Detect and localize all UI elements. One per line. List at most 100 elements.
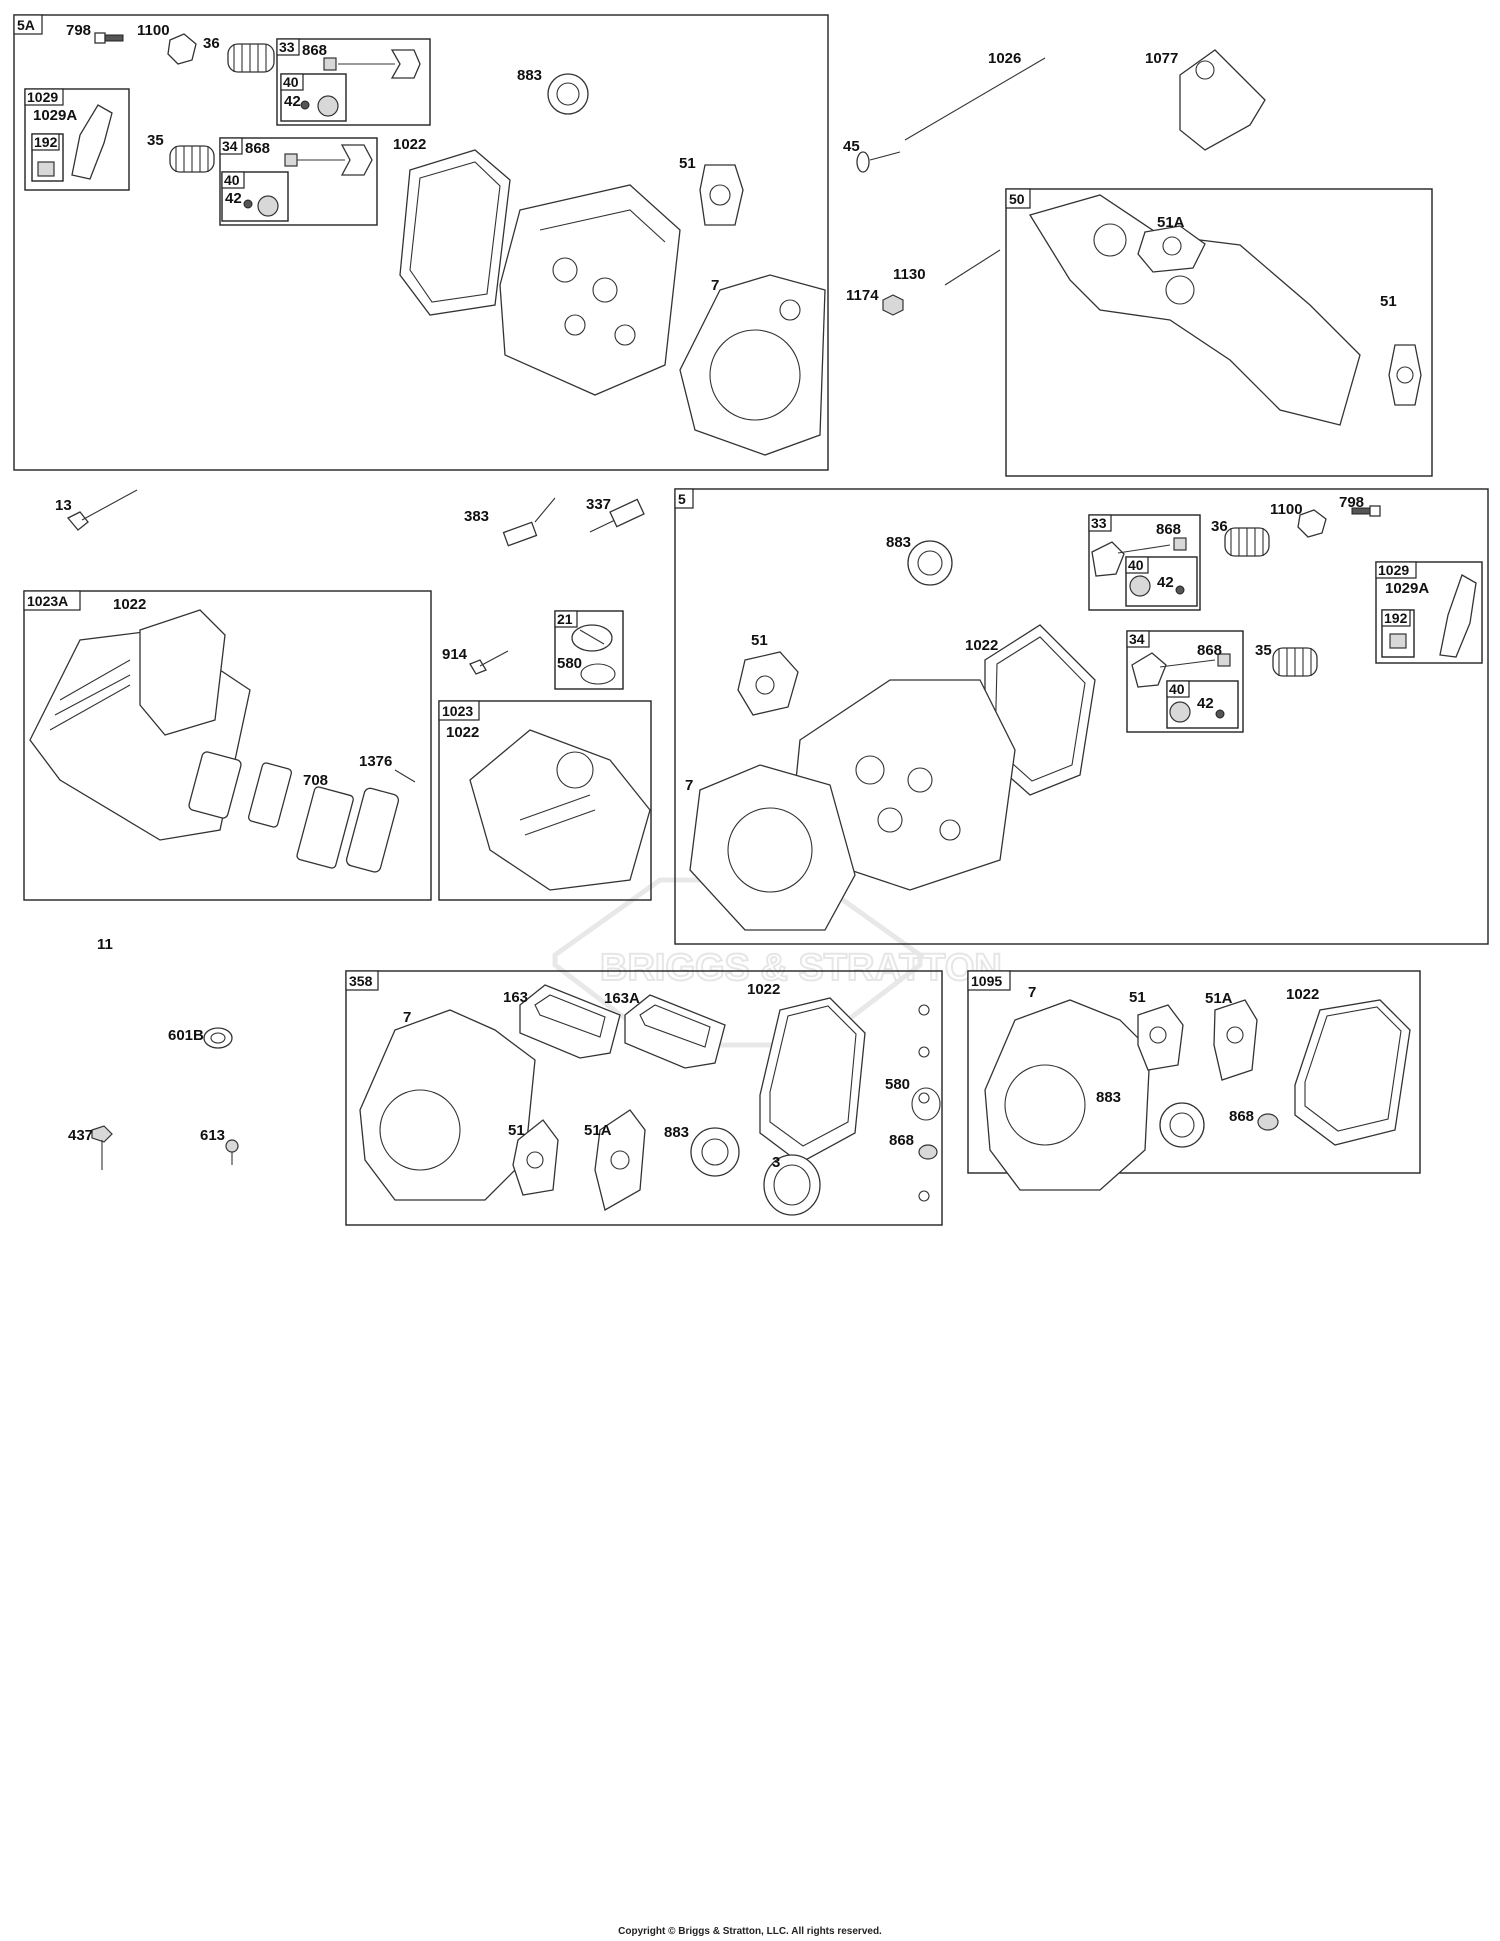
head-gasket-7-d: [984, 999, 1151, 1191]
gasket-163: [519, 984, 621, 1059]
callout-1029a: 1029A: [33, 107, 77, 124]
gasket-708: [296, 786, 354, 869]
callout-1026: 1026: [988, 50, 1021, 67]
gasket-51a-b: [594, 1109, 646, 1211]
callout-601b: 601B: [168, 1027, 204, 1044]
gasket-883-c: [690, 1127, 740, 1177]
callout-51: 51: [751, 632, 768, 649]
part-383: [502, 497, 556, 547]
rocker-1029a-b: [1389, 574, 1477, 658]
box-label-34a: 34: [222, 138, 238, 154]
callout-1022: 1022: [1286, 986, 1319, 1003]
callout-1022: 1022: [965, 637, 998, 654]
box-34b-frame: [1126, 630, 1244, 733]
seal-868-f: [1257, 1113, 1279, 1131]
gasket-51-a: [699, 164, 744, 226]
spring-35-b: [1272, 647, 1318, 677]
callout-883: 883: [1096, 1089, 1121, 1106]
watermark: BRIGGS & STRATTON: [552, 877, 1003, 1048]
callout-51: 51: [679, 155, 696, 172]
callout-51: 51: [508, 1122, 525, 1139]
callout-914: 914: [442, 646, 468, 663]
valve-33-a: [300, 49, 421, 117]
gasket-51-d: [512, 1119, 559, 1196]
copyright-notice: Copyright © Briggs & Stratton, LLC. All …: [618, 1926, 882, 1937]
nut-1174: [882, 294, 904, 316]
box-label-21: 21: [557, 611, 573, 627]
callout-868: 868: [1156, 521, 1181, 538]
callout-1100: 1100: [137, 22, 170, 39]
box-358-frame: [345, 970, 943, 1226]
box-1029a-frame: [24, 88, 130, 191]
callout-1022: 1022: [113, 596, 146, 613]
box-1023-frame: [438, 700, 652, 901]
seal-868-e: [918, 1144, 938, 1160]
callout-1100: 1100: [1270, 501, 1303, 518]
clamp-601b: [203, 1027, 233, 1049]
callout-798: 798: [66, 22, 91, 39]
callout-163a: 163A: [604, 990, 640, 1007]
valve-34-b: [1131, 652, 1231, 723]
box-label-1023: 1023: [442, 703, 473, 719]
box-1023a-frame: [23, 590, 432, 901]
callout-580: 580: [885, 1076, 910, 1093]
cylinder-head-b: [794, 679, 1016, 891]
box-label-5a: 5A: [17, 17, 35, 33]
callout-7: 7: [403, 1009, 411, 1026]
valve-33-b: [1091, 537, 1187, 597]
gasket-51-50: [1388, 344, 1422, 406]
box-40c-frame: [1125, 556, 1198, 607]
breather-cover-1376: [345, 769, 416, 873]
valve-cover-1023: [469, 729, 651, 891]
screw-613: [225, 1139, 239, 1165]
callout-1130: 1130: [893, 266, 926, 283]
box-5-frame: [674, 488, 1489, 945]
part-798-bolt-a: [94, 32, 124, 44]
box-label-1023a: 1023A: [27, 593, 68, 609]
box-label-5: 5: [678, 491, 686, 507]
part-1100-b: [1297, 509, 1327, 538]
callout-3: 3: [772, 1154, 780, 1171]
box-34a-frame: [219, 137, 378, 226]
callout-35: 35: [147, 132, 164, 149]
box-label-40a: 40: [283, 74, 299, 90]
box-label-358: 358: [349, 973, 373, 989]
callout-36: 36: [1211, 518, 1228, 535]
callout-437: 437: [68, 1127, 93, 1144]
callout-1376: 1376: [359, 753, 392, 770]
box-40b-frame: [221, 171, 289, 222]
callout-51a: 51A: [1205, 990, 1233, 1007]
callout-7: 7: [685, 777, 693, 794]
pushrod-1026: [904, 57, 1046, 141]
oil-cap-21: [571, 624, 613, 652]
spring-35-a: [169, 145, 215, 173]
box-label-33a: 33: [279, 39, 295, 55]
callout-36: 36: [203, 35, 220, 52]
gasket-883-a: [547, 73, 589, 115]
callout-7: 7: [1028, 984, 1036, 1001]
gasket-51-e: [1137, 1004, 1184, 1071]
head-gasket-7-b: [689, 764, 856, 931]
callout-1077: 1077: [1145, 50, 1178, 67]
box-50-frame: [1005, 188, 1433, 477]
stud-1130: [944, 249, 1001, 286]
callout-51: 51: [1380, 293, 1397, 310]
box-label-34b: 34: [1129, 631, 1145, 647]
small-washers-358: [918, 1004, 930, 1202]
callout-1022: 1022: [446, 724, 479, 741]
box-label-40c: 40: [1128, 557, 1144, 573]
callout-708: 708: [303, 772, 328, 789]
callout-42: 42: [1157, 574, 1174, 591]
gasket-163a: [624, 994, 726, 1069]
box-1029b-frame: [1375, 561, 1483, 664]
gasket-1022-a: [399, 149, 511, 316]
head-gasket-7-a: [679, 274, 826, 456]
box-label-50: 50: [1009, 191, 1025, 207]
manifold-50: [1028, 194, 1361, 426]
callout-868: 868: [889, 1132, 914, 1149]
box-21-frame: [554, 610, 624, 690]
gasket-51a-c: [1213, 999, 1258, 1081]
bolt-13: [66, 489, 138, 531]
callout-868: 868: [302, 42, 327, 59]
spring-36-a: [227, 43, 275, 73]
